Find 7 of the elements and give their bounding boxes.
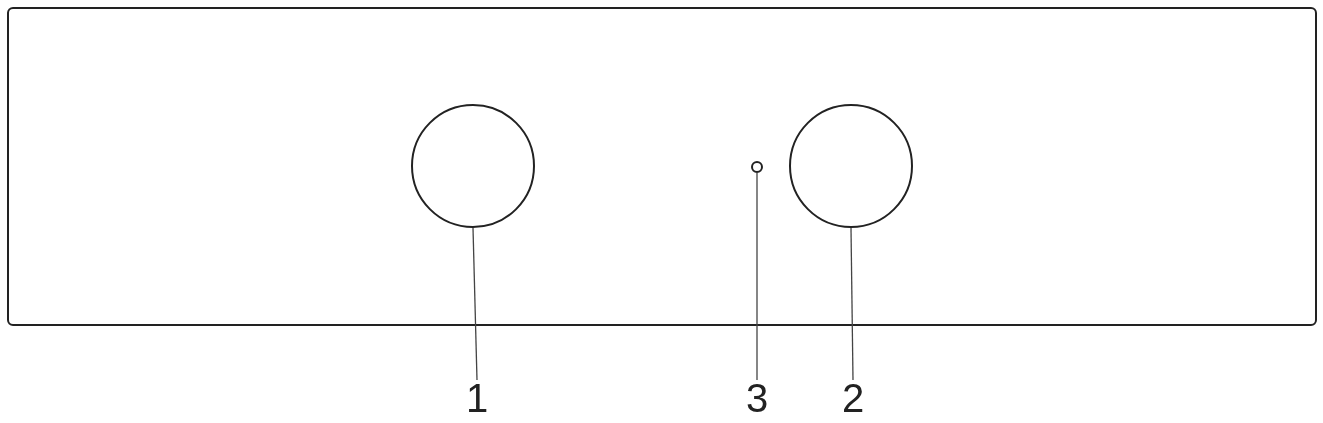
callout-number: 3 [737,378,777,418]
leader-line [850,227,854,381]
callout-number: 2 [833,378,873,418]
callout-number: 1 [457,378,497,418]
leader-line [472,227,478,381]
indicator-light [751,161,763,173]
leader-line [756,172,758,381]
